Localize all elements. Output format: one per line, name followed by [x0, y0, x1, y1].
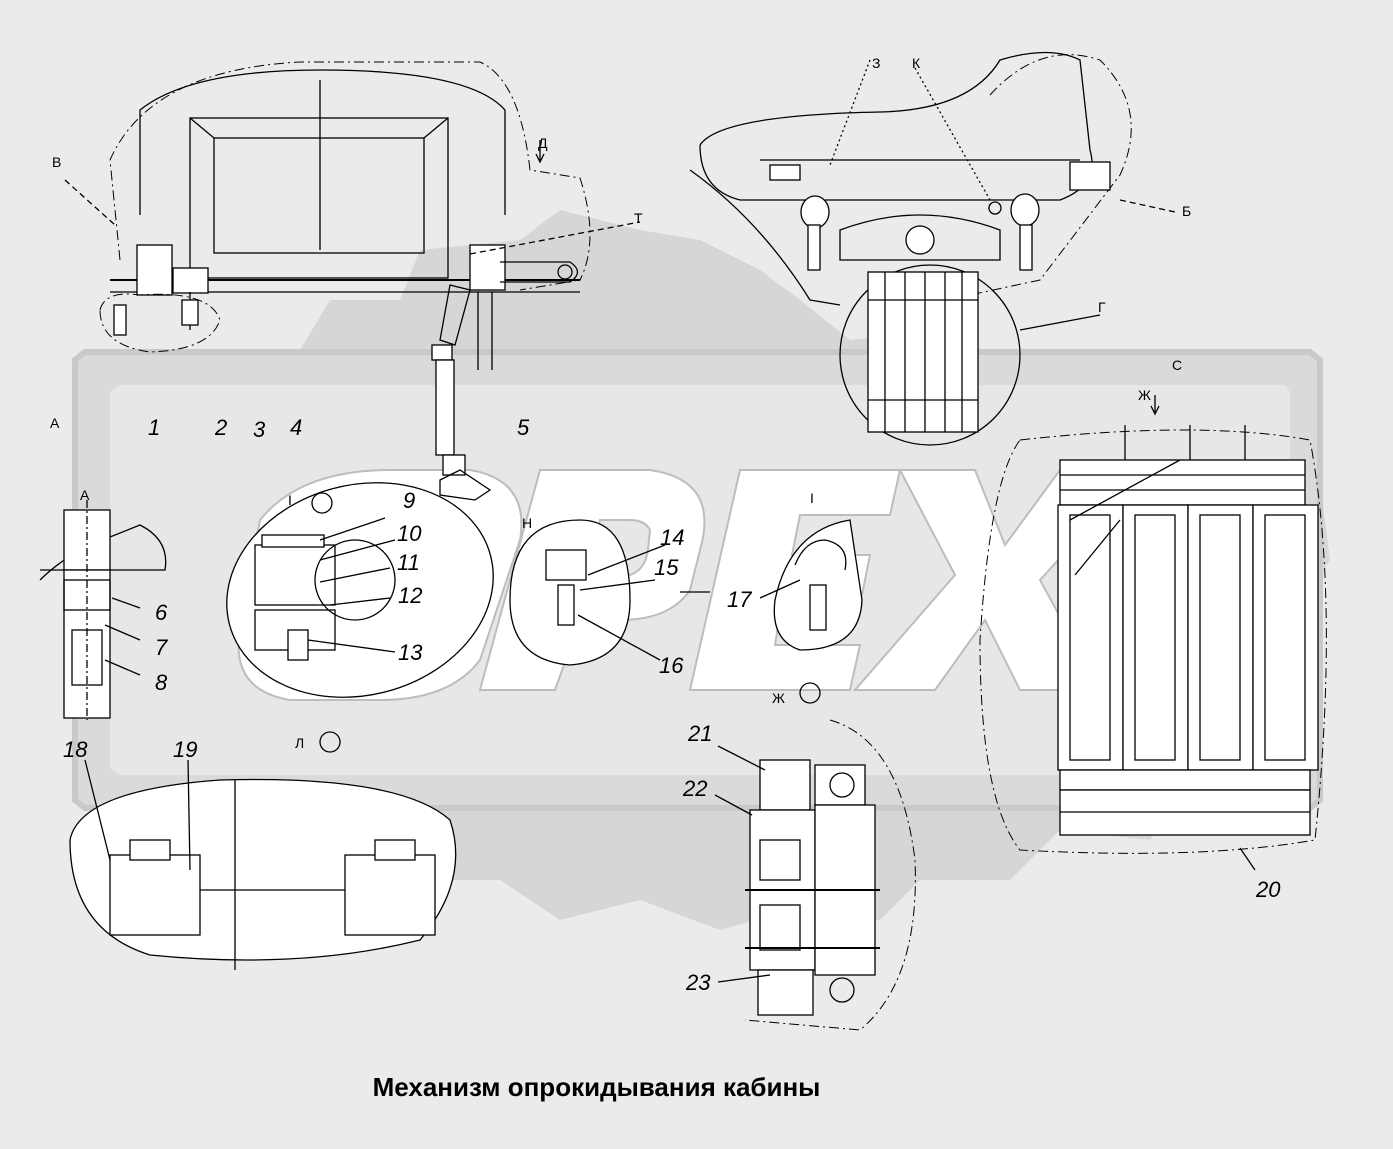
callout-8: 8: [155, 670, 168, 695]
callout-9: 9: [403, 488, 415, 513]
view-label-n: Н: [522, 515, 532, 531]
view-label-i: I: [288, 492, 292, 508]
view-label-v: В: [52, 154, 61, 170]
cab-side-view: [689, 51, 1176, 306]
view-label-a-detail: А: [80, 487, 90, 503]
callout-14: 14: [660, 525, 684, 550]
view-label-k: К: [912, 55, 921, 71]
detail-n-bracket: [509, 519, 710, 666]
callout-13: 13: [398, 640, 423, 665]
view-label-z: З: [872, 55, 880, 71]
view-label-i2: I: [810, 490, 814, 506]
cab-front-view: [64, 61, 641, 501]
callout-18: 18: [63, 737, 88, 762]
callout-7: 7: [155, 635, 168, 660]
detail-bottom-left-oval: [69, 759, 457, 970]
drawing-caption: Механизм опрокидывания кабины: [372, 1072, 821, 1102]
callout-2: 2: [214, 415, 227, 440]
callout-12: 12: [398, 583, 422, 608]
callout-labels: 1 2 3 4 5 6 7 8 9 10 11 12 13 14 15 16 1…: [63, 415, 1281, 995]
callout-6: 6: [155, 600, 168, 625]
view-label-g: Г: [1098, 299, 1106, 315]
view-label-b: Б: [1182, 203, 1191, 219]
callout-1: 1: [148, 415, 160, 440]
detail-a-pin: [39, 500, 167, 720]
view-label-l: Л: [295, 735, 304, 751]
view-label-zh-top: Ж: [1138, 387, 1151, 403]
detail-i-bolt: [226, 482, 494, 698]
callout-4: 4: [290, 415, 302, 440]
callout-23: 23: [685, 970, 711, 995]
callout-19: 19: [173, 737, 197, 762]
view-labels: В Д А А З К Б Г С Ж Ж Л Н I I Т: [50, 55, 1191, 751]
detail-s-hinge-assembly: [979, 395, 1327, 871]
view-label-s: С: [1172, 357, 1182, 373]
callout-3: 3: [253, 417, 266, 442]
callout-10: 10: [397, 521, 422, 546]
callout-16: 16: [659, 653, 684, 678]
callout-15: 15: [654, 555, 679, 580]
view-label-zh-bottom: Ж: [772, 690, 785, 706]
callout-22: 22: [682, 776, 707, 801]
callout-20: 20: [1255, 877, 1281, 902]
callout-5: 5: [517, 415, 530, 440]
detail-i-clamp: [319, 519, 863, 753]
view-label-d: Д: [538, 135, 548, 151]
view-label-a-top: А: [50, 415, 60, 431]
view-label-t: Т: [634, 210, 643, 226]
callout-21: 21: [687, 721, 712, 746]
callout-11: 11: [397, 550, 420, 575]
callout-17: 17: [727, 587, 752, 612]
detail-chain-assembly: [714, 719, 916, 1031]
detail-g-hinge-circle: [839, 264, 1101, 446]
